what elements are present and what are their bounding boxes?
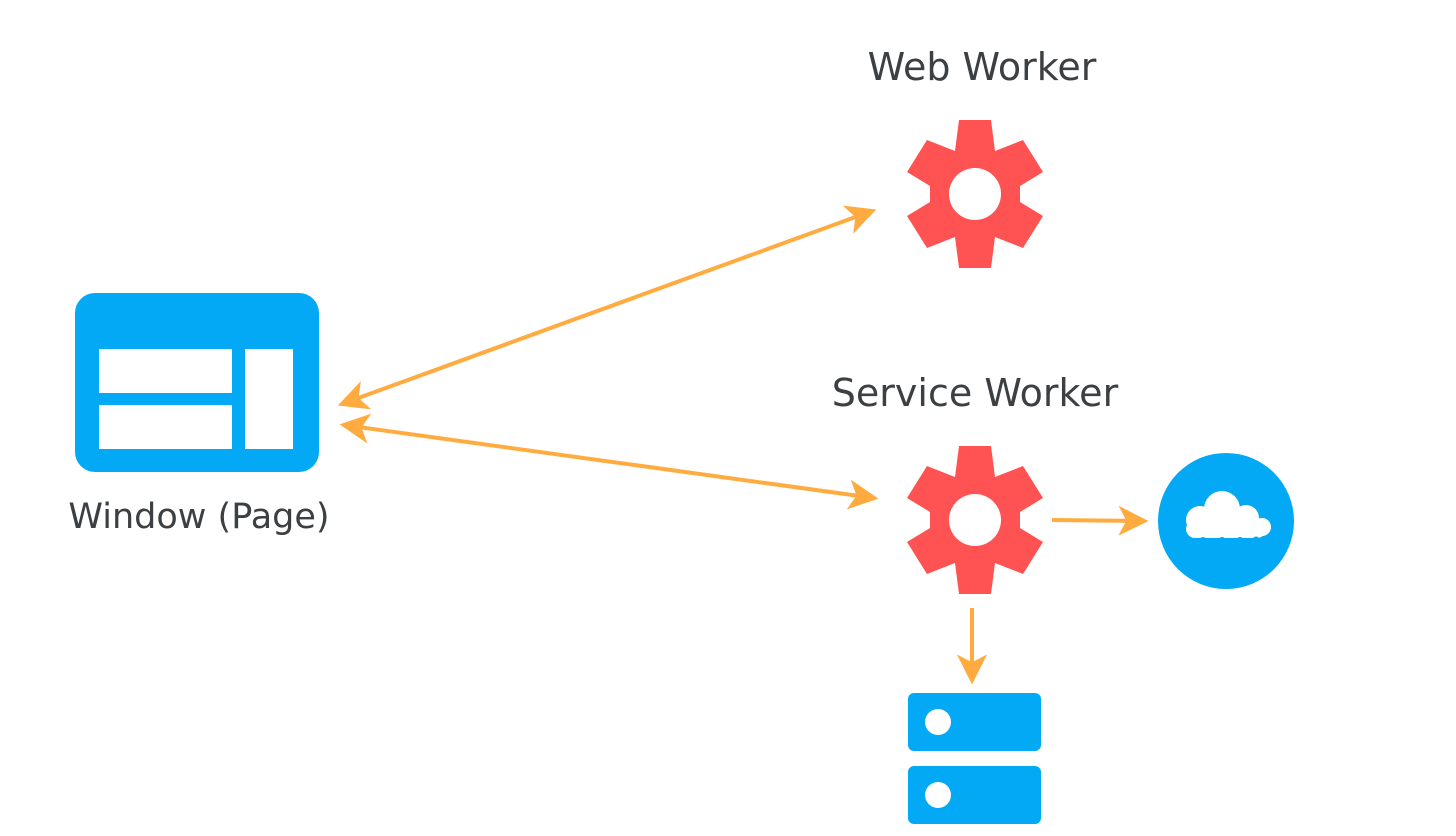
arrow-window-service-worker <box>339 413 879 510</box>
web-worker-gear-icon <box>907 120 1043 268</box>
web-worker-label: Web Worker <box>867 45 1097 89</box>
arrow-service-worker-cloud <box>1051 505 1149 536</box>
service-worker-gear-icon <box>907 446 1043 594</box>
service-worker-label: Service Worker <box>831 371 1119 415</box>
arrow-window-web-worker <box>337 205 877 410</box>
cloud-icon <box>1158 453 1294 589</box>
database-icon <box>908 693 1041 824</box>
browser-window-icon <box>75 293 319 472</box>
window-page-label: Window (Page) <box>68 497 330 537</box>
database-server-unit-bottom <box>908 766 1041 824</box>
database-server-unit-top <box>908 693 1041 751</box>
arrows <box>337 205 1149 685</box>
